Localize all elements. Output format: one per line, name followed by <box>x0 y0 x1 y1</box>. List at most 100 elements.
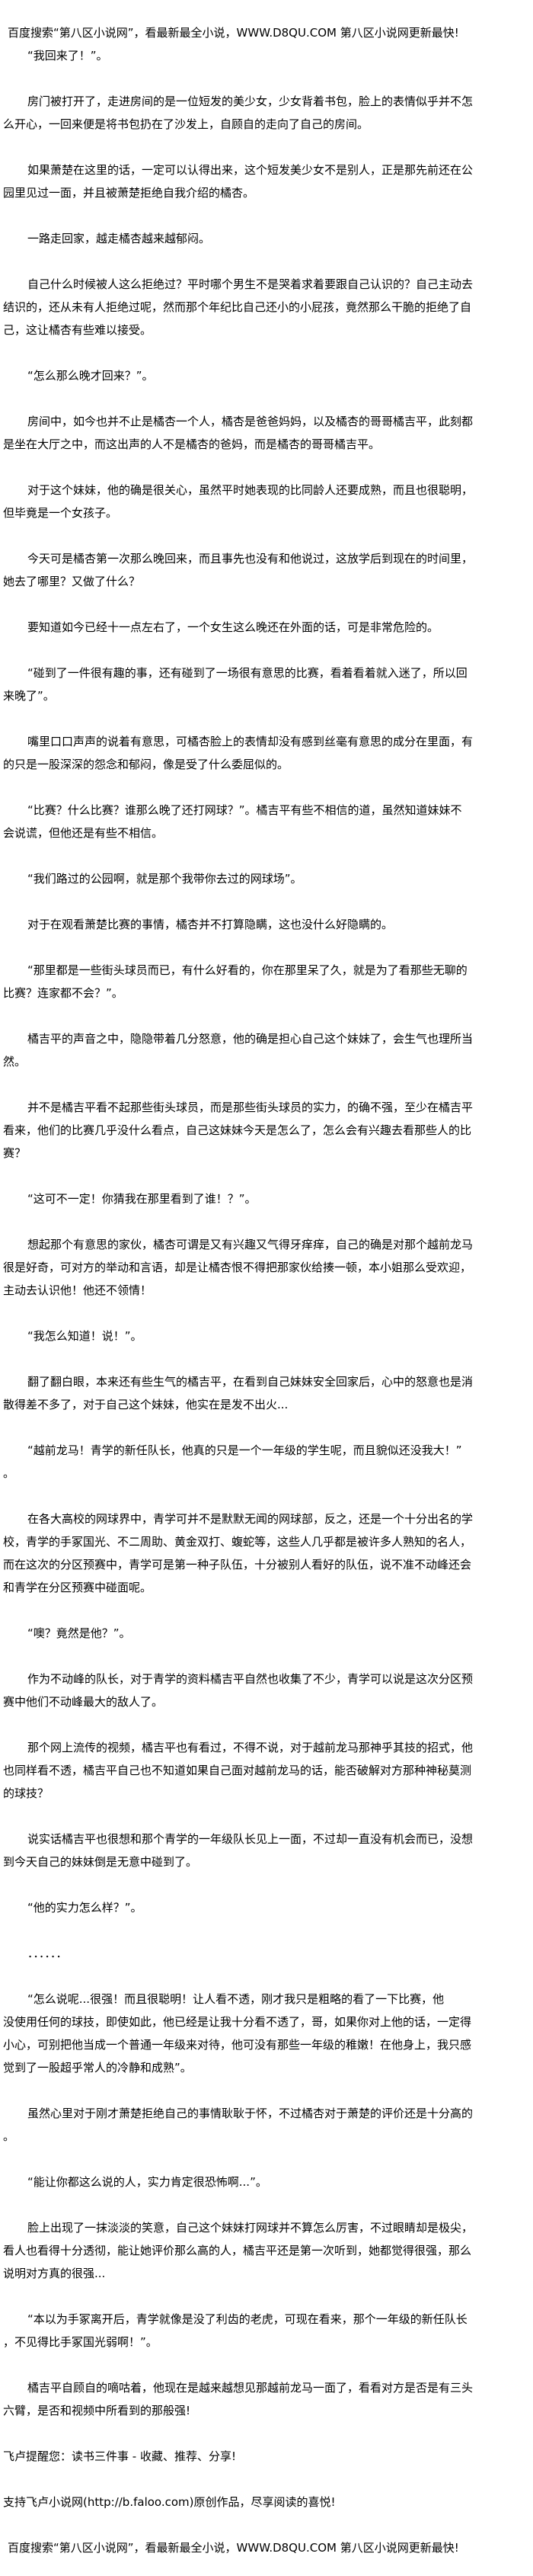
paragraph: “这可不一定！你猜我在那里看到了谁！？”。 <box>3 1187 533 1210</box>
paragraph: “怎么那么晚才回来？”。 <box>3 364 533 387</box>
paragraph-line: 说实话橘吉平也很想和那个青学的一年级队长见上一面，不过却一直没有机会而已，没想 <box>27 1832 474 1846</box>
paragraph-line: “我怎么知道！说！”。 <box>27 1329 142 1343</box>
paragraph-line: 房门被打开了，走进房间的是一位短发的美少女，少女背着书包，脸上的表情似乎并不怎 <box>27 95 474 108</box>
paragraph-line: 看人也看得十分透彻，能让她评价那么高的人，橘吉平还是第一次听到，她都觉得很强，那… <box>3 2244 472 2257</box>
paragraph: 今天可是橘杏第一次那么晚回来，而且事先也没有和他说过，这放学后到现在的时间里， 她… <box>3 547 533 593</box>
paragraph: “怎么说呢...很强！而且很聪明！让人看不透，刚才我只是粗略的看了一下比赛，他没… <box>3 1988 533 2079</box>
paragraph: 嘴里口口声声的说着有意思，可橘杏脸上的表情却没有感到丝毫有意思的成分在里面，有的… <box>3 730 533 776</box>
paragraph-line: 校，青学的手冢国光、不二周助、黄金双打、蝮蛇等，这些人几乎都是被许多人熟知的名人… <box>3 1535 472 1549</box>
paragraph: 那个网上流传的视频，橘吉平也有看过，不得不说，对于越前龙马那神乎其技的招式，他也… <box>3 1736 533 1805</box>
paragraph: 对于这个妹妹，他的确是很关心，虽然平时她表现的比同龄人还要成熟，而且也很聪明， 但… <box>3 479 533 524</box>
paragraph-line: 想起那个有意思的家伙，橘杏可谓是又有兴趣又气得牙痒痒，自己的确是对那个越前龙马 <box>27 1238 474 1251</box>
paragraph-line: 房间中，如今也并不止是橘杏一个人，橘杏是爸爸妈妈，以及橘杏的哥哥橘吉平，此刻都 <box>27 415 474 428</box>
paragraph: “碰到了一件很有趣的事，还有碰到了一场很有意思的比赛，看着看着就入迷了，所以回来… <box>3 662 533 707</box>
paragraph-line: 己，这让橘杏有些难以接受。 <box>3 323 152 337</box>
paragraph-line: “碰到了一件很有趣的事，还有碰到了一场很有意思的比赛，看着看着就入迷了，所以回 <box>27 666 468 680</box>
paragraph: “我回来了！”。 <box>3 44 533 67</box>
paragraph-line: “能让你都这么说的人，实力肯定很恐怖啊...”。 <box>27 2175 267 2189</box>
paragraph-line: 觉到了一股超乎常人的冷静和成熟”。 <box>3 2061 192 2075</box>
paragraph-line: 对于在观看萧楚比赛的事情，橘杏并不打算隐瞒，这也没什么好隐瞒的。 <box>27 918 394 931</box>
paragraph-line: 作为不动峰的队长，对于青学的资料橘吉平自然也收集了不少，青学可以说是这次分区预 <box>27 1672 474 1686</box>
paragraph: 橘吉平自顾自的嘀咕着，他现在是越来越想见那越前龙马一面了，看看对方是否是有三头六… <box>3 2376 533 2422</box>
paragraph-line: “本以为手冢离开后，青学就像是没了利齿的老虎，可现在看来，那个一年级的新任队长 <box>27 2312 468 2326</box>
paragraph-line: 没使用任何的球技，即使如此，他已经是让我十分看不透了，哥，如果你对上他的话，一定… <box>3 2015 472 2029</box>
paragraph-line: 橘吉平自顾自的嘀咕着，他现在是越来越想见那越前龙马一面了，看看对方是否是有三头 <box>27 2381 474 2395</box>
paragraph-line: 那个网上流传的视频，橘吉平也有看过，不得不说，对于越前龙马那神乎其技的招式，他 <box>27 1741 474 1754</box>
paragraph-line: “越前龙马！青学的新任队长，他真的只是一个一年级的学生呢，而且貌似还没我大！” <box>27 1443 462 1457</box>
header-banner-text: 百度搜索“第八区小说网”，看最新最全小说，WWW.D8QU.COM 第八区小说网… <box>8 26 459 40</box>
paragraph: “那里都是一些街头球员而已，有什么好看的，你在那里呆了久，就是为了看那些无聊的比… <box>3 959 533 1004</box>
paragraph: 想起那个有意思的家伙，橘杏可谓是又有兴趣又气得牙痒痒，自己的确是对那个越前龙马很… <box>3 1233 533 1302</box>
paragraph-line: 在各大高校的网球界中，青学可并不是默默无闻的网球部，反之，还是一个十分出名的学 <box>27 1512 474 1526</box>
paragraph-line: “怎么那么晚才回来？”。 <box>27 369 154 383</box>
paragraph-line: ．．．．．． <box>27 1946 68 1960</box>
paragraph-line: 她去了哪里？又做了什么？ <box>3 575 141 588</box>
paragraph-line: 嘴里口口声声的说着有意思，可橘杏脸上的表情却没有感到丝毫有意思的成分在里面，有 <box>27 735 474 748</box>
paragraph: “越前龙马！青学的新任队长，他真的只是一个一年级的学生呢，而且貌似还没我大！”。 <box>3 1439 533 1485</box>
paragraph-line: 来晚了”。 <box>3 689 55 703</box>
paragraph-line: 脸上出现了一抹淡淡的笑意，自己这个妹妹打网球并不算怎么厉害，不过眼睛却是极尖， <box>27 2221 474 2235</box>
paragraph-line: 的只是一股深深的怨念和郁闷，像是受了什么委屈似的。 <box>3 758 289 771</box>
paragraph: 作为不动峰的队长，对于青学的资料橘吉平自然也收集了不少，青学可以说是这次分区预赛… <box>3 1668 533 1713</box>
paragraph-line: ，不见得比手冢国光弱啊！”。 <box>3 2335 158 2349</box>
paragraph-line: 的球技？ <box>3 1786 49 1800</box>
paragraph-line: 也同样看不透，橘吉平自己也不知道如果自己面对越前龙马的话，能否破解对方那种神秘莫… <box>3 1764 472 1777</box>
paragraph-line: 到今天自己的妹妹倒是无意中碰到了。 <box>3 1855 198 1869</box>
paragraph-line: 很是好奇，可对方的举动和言语，却是让橘杏恨不得把那家伙给揍一顿，本小姐那么受欢迎… <box>3 1261 472 1274</box>
paragraph-line: 主动去认识他！他还不领情！ <box>3 1283 152 1297</box>
paragraph-line: “他的实力怎么样？”。 <box>27 1901 142 1914</box>
paragraph-line: 而在这次的分区预赛中，青学可是第一种子队伍，十分被别人看好的队伍，说不准不动峰还… <box>3 1558 472 1572</box>
paragraph-line: “怎么说呢...很强！而且很聪明！让人看不透，刚才我只是粗略的看了一下比赛，他 <box>27 1992 445 2006</box>
paragraph-line: “这可不一定！你猜我在那里看到了谁！？”。 <box>27 1192 257 1206</box>
paragraph: 翻了翻白眼，本来还有些生气的橘吉平，在看到自己妹妹安全回家后，心中的怒意也是消散… <box>3 1370 533 1416</box>
paragraph-line: 并不是橘吉平看不起那些街头球员，而是那些街头球员的实力，的确不强，至少在橘吉平 <box>27 1101 474 1114</box>
paragraph: 说实话橘吉平也很想和那个青学的一年级队长见上一面，不过却一直没有机会而已，没想到… <box>3 1828 533 1873</box>
paragraph-line: 小心，可别把他当成一个普通一年级来对待，他可没有那些一年级的稚嫩！在他身上，我只… <box>3 2038 472 2052</box>
paragraph: “本以为手冢离开后，青学就像是没了利齿的老虎，可现在看来，那个一年级的新任队长 ，… <box>3 2308 533 2353</box>
paragraph-line: “我们路过的公园啊，就是那个我带你去过的网球场”。 <box>27 872 302 886</box>
paragraph-line: 和青学在分区预赛中碰面呢。 <box>3 1581 152 1594</box>
paragraph: “能让你都这么说的人，实力肯定很恐怖啊...”。 <box>3 2171 533 2193</box>
header-banner: 百度搜索“第八区小说网”，看最新最全小说，WWW.D8QU.COM 第八区小说网… <box>3 21 533 44</box>
paragraph: 脸上出现了一抹淡淡的笑意，自己这个妹妹打网球并不算怎么厉害，不过眼睛却是极尖， 看… <box>3 2216 533 2285</box>
paragraph: 虽然心里对于刚才萧楚拒绝自己的事情耿耿于怀，不过橘杏对于萧楚的评价还是十分高的。 <box>3 2102 533 2148</box>
paragraph-line: 一路走回家，越走橘杏越来越郁闷。 <box>27 232 211 245</box>
footer-support: 支持飞卢小说网(http://b.faloo.com)原创作品，尽享阅读的喜悦! <box>3 2491 533 2514</box>
paragraph-line: 今天可是橘杏第一次那么晚回来，而且事先也没有和他说过，这放学后到现在的时间里， <box>27 552 474 566</box>
paragraph-line: 翻了翻白眼，本来还有些生气的橘吉平，在看到自己妹妹安全回家后，心中的怒意也是消 <box>27 1375 474 1389</box>
paragraph-line: 园里见过一面，并且被萧楚拒绝自我介绍的橘杏。 <box>3 186 255 200</box>
paragraph-line: “我回来了！”。 <box>27 49 108 62</box>
paragraph-line: “比赛？什么比赛？谁那么晚了还打网球？”。橘吉平有些不相信的道，虽然知道妹妹不 <box>27 803 462 817</box>
paragraph: “他的实力怎么样？”。 <box>3 1896 533 1919</box>
paragraph: 对于在观看萧楚比赛的事情，橘杏并不打算隐瞒，这也没什么好隐瞒的。 <box>3 913 533 936</box>
paragraph: 如果萧楚在这里的话，一定可以认得出来，这个短发美少女不是别人，正是那先前还在公园… <box>3 159 533 204</box>
paragraph-line: 结识的，还从未有人拒绝过呢，然而那个年纪比自己还小的小屁孩，竟然那么干脆的拒绝了… <box>3 300 472 314</box>
footer-banner-text: 百度搜索“第八区小说网”，看最新最全小说，WWW.D8QU.COM 第八区小说网… <box>8 2541 459 2555</box>
paragraph-line: 对于这个妹妹，他的确是很关心，虽然平时她表现的比同龄人还要成熟，而且也很聪明， <box>27 483 474 497</box>
paragraph-line: 自己什么时候被人这么拒绝过？平时哪个男生不是哭着求着要跟自己认识的？自己主动去 <box>27 277 474 291</box>
paragraph: 自己什么时候被人这么拒绝过？平时哪个男生不是哭着求着要跟自己认识的？自己主动去结… <box>3 273 533 341</box>
paragraph: 一路走回家，越走橘杏越来越郁闷。 <box>3 227 533 250</box>
paragraph-line: 看来，他们的比赛几乎没什么看点，自己这妹妹今天是怎么了，怎么会有兴趣去看那些人的… <box>3 1123 472 1137</box>
footer-reminder: 飞卢提醒您：读书三件事 - 收藏、推荐、分享! <box>3 2445 533 2468</box>
paragraph-line: 要知道如今已经十一点左右了，一个女生这么晚还在外面的话，可是非常危险的。 <box>27 620 439 634</box>
paragraph-line: 比赛？连家都不会？”。 <box>3 986 123 1000</box>
paragraph-line: 赛中他们不动峰最大的敌人了。 <box>3 1695 164 1709</box>
paragraph-line: “那里都是一些街头球员而已，有什么好看的，你在那里呆了久，就是为了看那些无聊的 <box>27 963 468 977</box>
footer-reminder-text: 飞卢提醒您：读书三件事 - 收藏、推荐、分享! <box>3 2449 236 2463</box>
paragraph: “我怎么知道！说！”。 <box>3 1325 533 1347</box>
paragraph-line: 么开心，一回来便是将书包扔在了沙发上，自顾自的走向了自己的房间。 <box>3 117 369 131</box>
paragraph: 房门被打开了，走进房间的是一位短发的美少女，少女背着书包，脸上的表情似乎并不怎么… <box>3 90 533 136</box>
paragraph-line: 但毕竟是一个女孩子。 <box>3 506 118 520</box>
paragraph: 橘吉平的声音之中，隐隐带着几分怒意，他的确是担心自己这个妹妹了，会生气也理所当然… <box>3 1027 533 1073</box>
paragraph-line: 然。 <box>3 1055 27 1069</box>
paragraph-line: 散得差不多了，对于自己这个妹妹，他实在是发不出火... <box>3 1398 289 1411</box>
paragraph-line: 橘吉平的声音之中，隐隐带着几分怒意，他的确是担心自己这个妹妹了，会生气也理所当 <box>27 1032 474 1046</box>
footer-support-text: 支持飞卢小说网(http://b.faloo.com)原创作品，尽享阅读的喜悦! <box>3 2495 336 2509</box>
paragraph: 并不是橘吉平看不起那些街头球员，而是那些街头球员的实力，的确不强，至少在橘吉平看… <box>3 1096 533 1165</box>
footer-banner: 百度搜索“第八区小说网”，看最新最全小说，WWW.D8QU.COM 第八区小说网… <box>3 2536 533 2559</box>
paragraph: 房间中，如今也并不止是橘杏一个人，橘杏是爸爸妈妈，以及橘杏的哥哥橘吉平，此刻都是… <box>3 410 533 456</box>
paragraph: 要知道如今已经十一点左右了，一个女生这么晚还在外面的话，可是非常危险的。 <box>3 616 533 639</box>
paragraph-line: 会说谎，但他还是有些不相信。 <box>3 826 164 840</box>
